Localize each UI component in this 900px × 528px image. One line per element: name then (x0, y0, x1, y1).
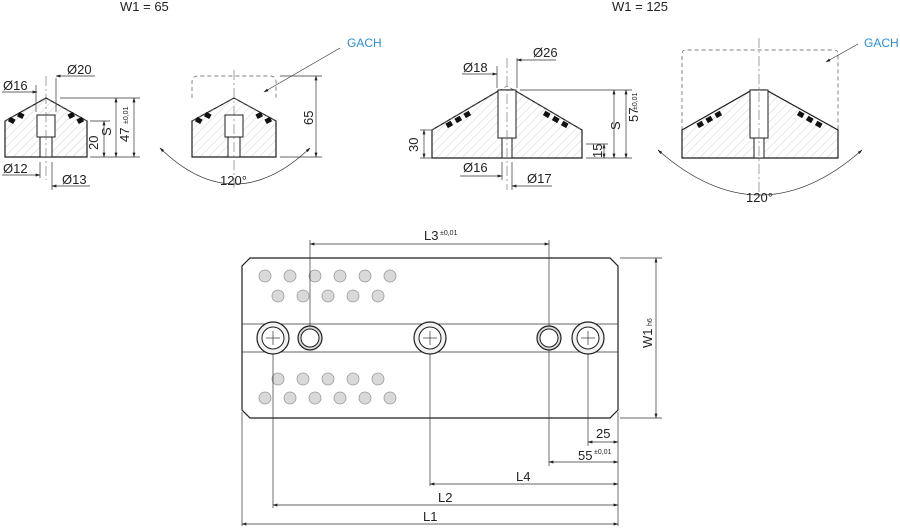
small-teeth-right (67, 111, 85, 125)
header-w1-65: W1 = 65 (120, 0, 169, 14)
small-teeth-left (7, 111, 25, 125)
small-angle-120: 120° (220, 173, 247, 188)
small-section-view (2, 74, 140, 190)
hole-pattern-bottom (258, 372, 397, 405)
plan-dim-l4: L4 (516, 469, 530, 484)
plan-dim-w1: W1 (640, 329, 655, 349)
large-dia-18: Ø18 (463, 60, 488, 75)
plan-tol-55: ±0,01 (594, 449, 612, 456)
plan-view (241, 240, 662, 526)
large-dia-16: Ø16 (463, 160, 488, 175)
large-dim-30: 30 (406, 138, 421, 152)
plan-dim-55: 55 (578, 448, 592, 463)
small-dim-65: 65 (301, 111, 316, 125)
large-angle-120: 120° (746, 190, 773, 205)
large-dim-s: S (608, 121, 623, 130)
large-dim-57: 57 (626, 108, 641, 122)
header-w1-125: W1 = 125 (612, 0, 668, 14)
small-angle-view (159, 47, 341, 190)
small-dia-16: Ø16 (3, 78, 28, 93)
small-tol-47: ±0,01 (123, 106, 130, 124)
hole-pattern-top (258, 269, 397, 303)
small-dim-20: 20 (86, 136, 101, 150)
large-angle-view (657, 38, 863, 200)
small-dia-13: Ø13 (62, 172, 87, 187)
large-callout-gach: GACH (864, 36, 899, 50)
small-callout-gach: GACH (347, 36, 382, 50)
plan-dim-25: 25 (596, 426, 610, 441)
large-dia-17: Ø17 (527, 171, 552, 186)
small-dim-s: S (99, 127, 114, 136)
small-dim-47: 47 (117, 128, 132, 142)
plan-tol-l3: ±0,01 (440, 230, 458, 237)
large-tol-57: ±0,01 (632, 92, 639, 110)
plan-dim-l2: L2 (438, 490, 452, 505)
slot-holes (256, 321, 605, 355)
plan-dim-l3: L3 (424, 228, 438, 243)
large-dim-15: 15 (590, 144, 605, 158)
large-section-view (420, 58, 632, 190)
small-dia-12: Ø12 (3, 161, 28, 176)
plan-dim-l1: L1 (423, 509, 437, 524)
small-dia-20: Ø20 (67, 62, 92, 77)
plan-tol-w1: h6 (647, 318, 654, 326)
large-dia-26: Ø26 (533, 45, 558, 60)
